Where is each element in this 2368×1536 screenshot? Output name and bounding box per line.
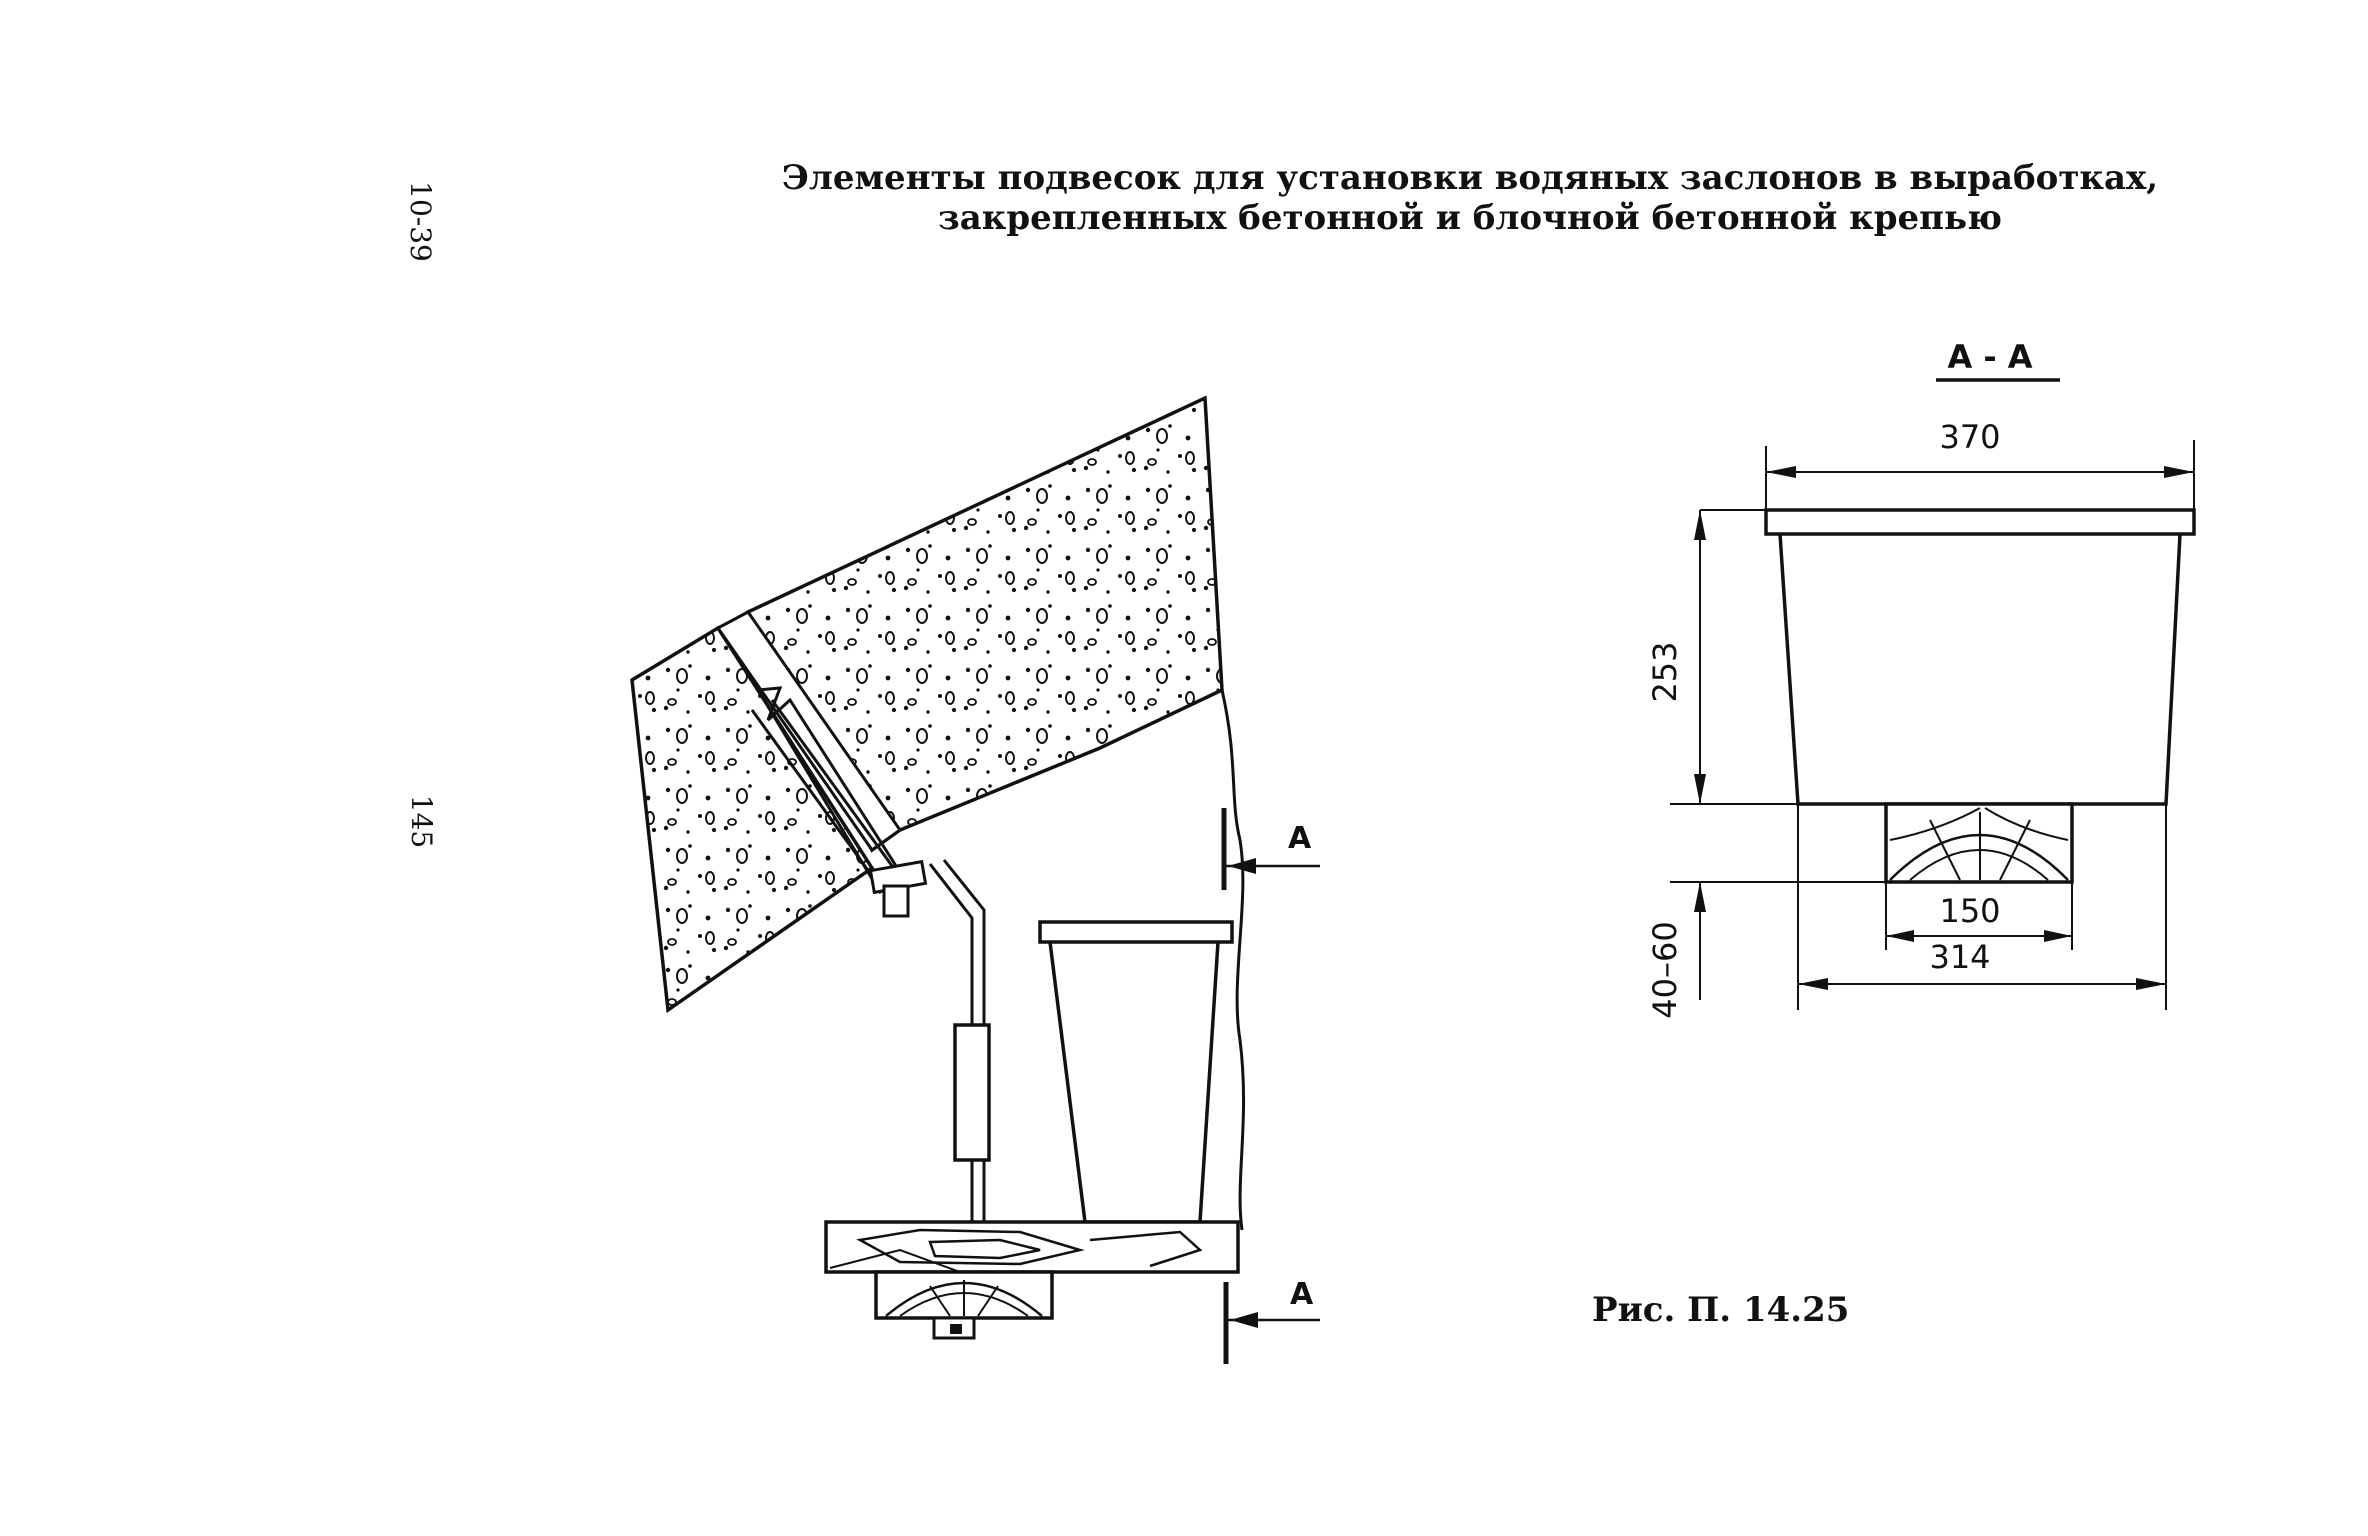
section-marker-bottom: А [1223,1277,1320,1364]
hanger-rod [928,859,991,1228]
dimension-block-width: 150 [1885,882,2073,950]
section-view: А - А 370 [1646,338,2196,1019]
dim-40-60: 40–60 [1646,921,1684,1018]
main-view: А А [630,395,1320,1364]
figure-caption: Рис. П. 14.25 [1592,1290,1850,1330]
dim-253: 253 [1646,641,1684,702]
section-title: А - А [1947,338,2032,376]
dim-370: 370 [1939,418,2000,456]
support-block [874,1270,1054,1340]
dimension-bottom-width: 314 [1797,804,2167,1010]
dimension-top-width: 370 [1765,418,2195,510]
dim-150: 150 [1939,892,2000,930]
section-letter-bottom: А [1290,1277,1314,1312]
section-letter-top: А [1288,821,1312,856]
concrete-block-left [630,625,875,1014]
wooden-plank [824,1220,1240,1274]
page-title: Элементы подвесок для установки водяных … [760,158,2180,238]
section-wood-block [1884,802,2074,884]
dimension-clearance: 40–60 [1646,881,1886,1019]
water-container [1038,920,1234,1224]
excavation-wall [1220,689,1246,1231]
dim-314: 314 [1929,938,1990,976]
concrete-block-right [745,395,1224,853]
bolt-nut [868,859,928,918]
dimension-height: 253 [1646,509,1798,805]
title-line-2: закрепленных бетонной и блочной бетонной… [938,198,2002,238]
section-marker-top: А [1221,808,1320,890]
title-line-1: Элементы подвесок для установки водяных … [781,158,2159,198]
